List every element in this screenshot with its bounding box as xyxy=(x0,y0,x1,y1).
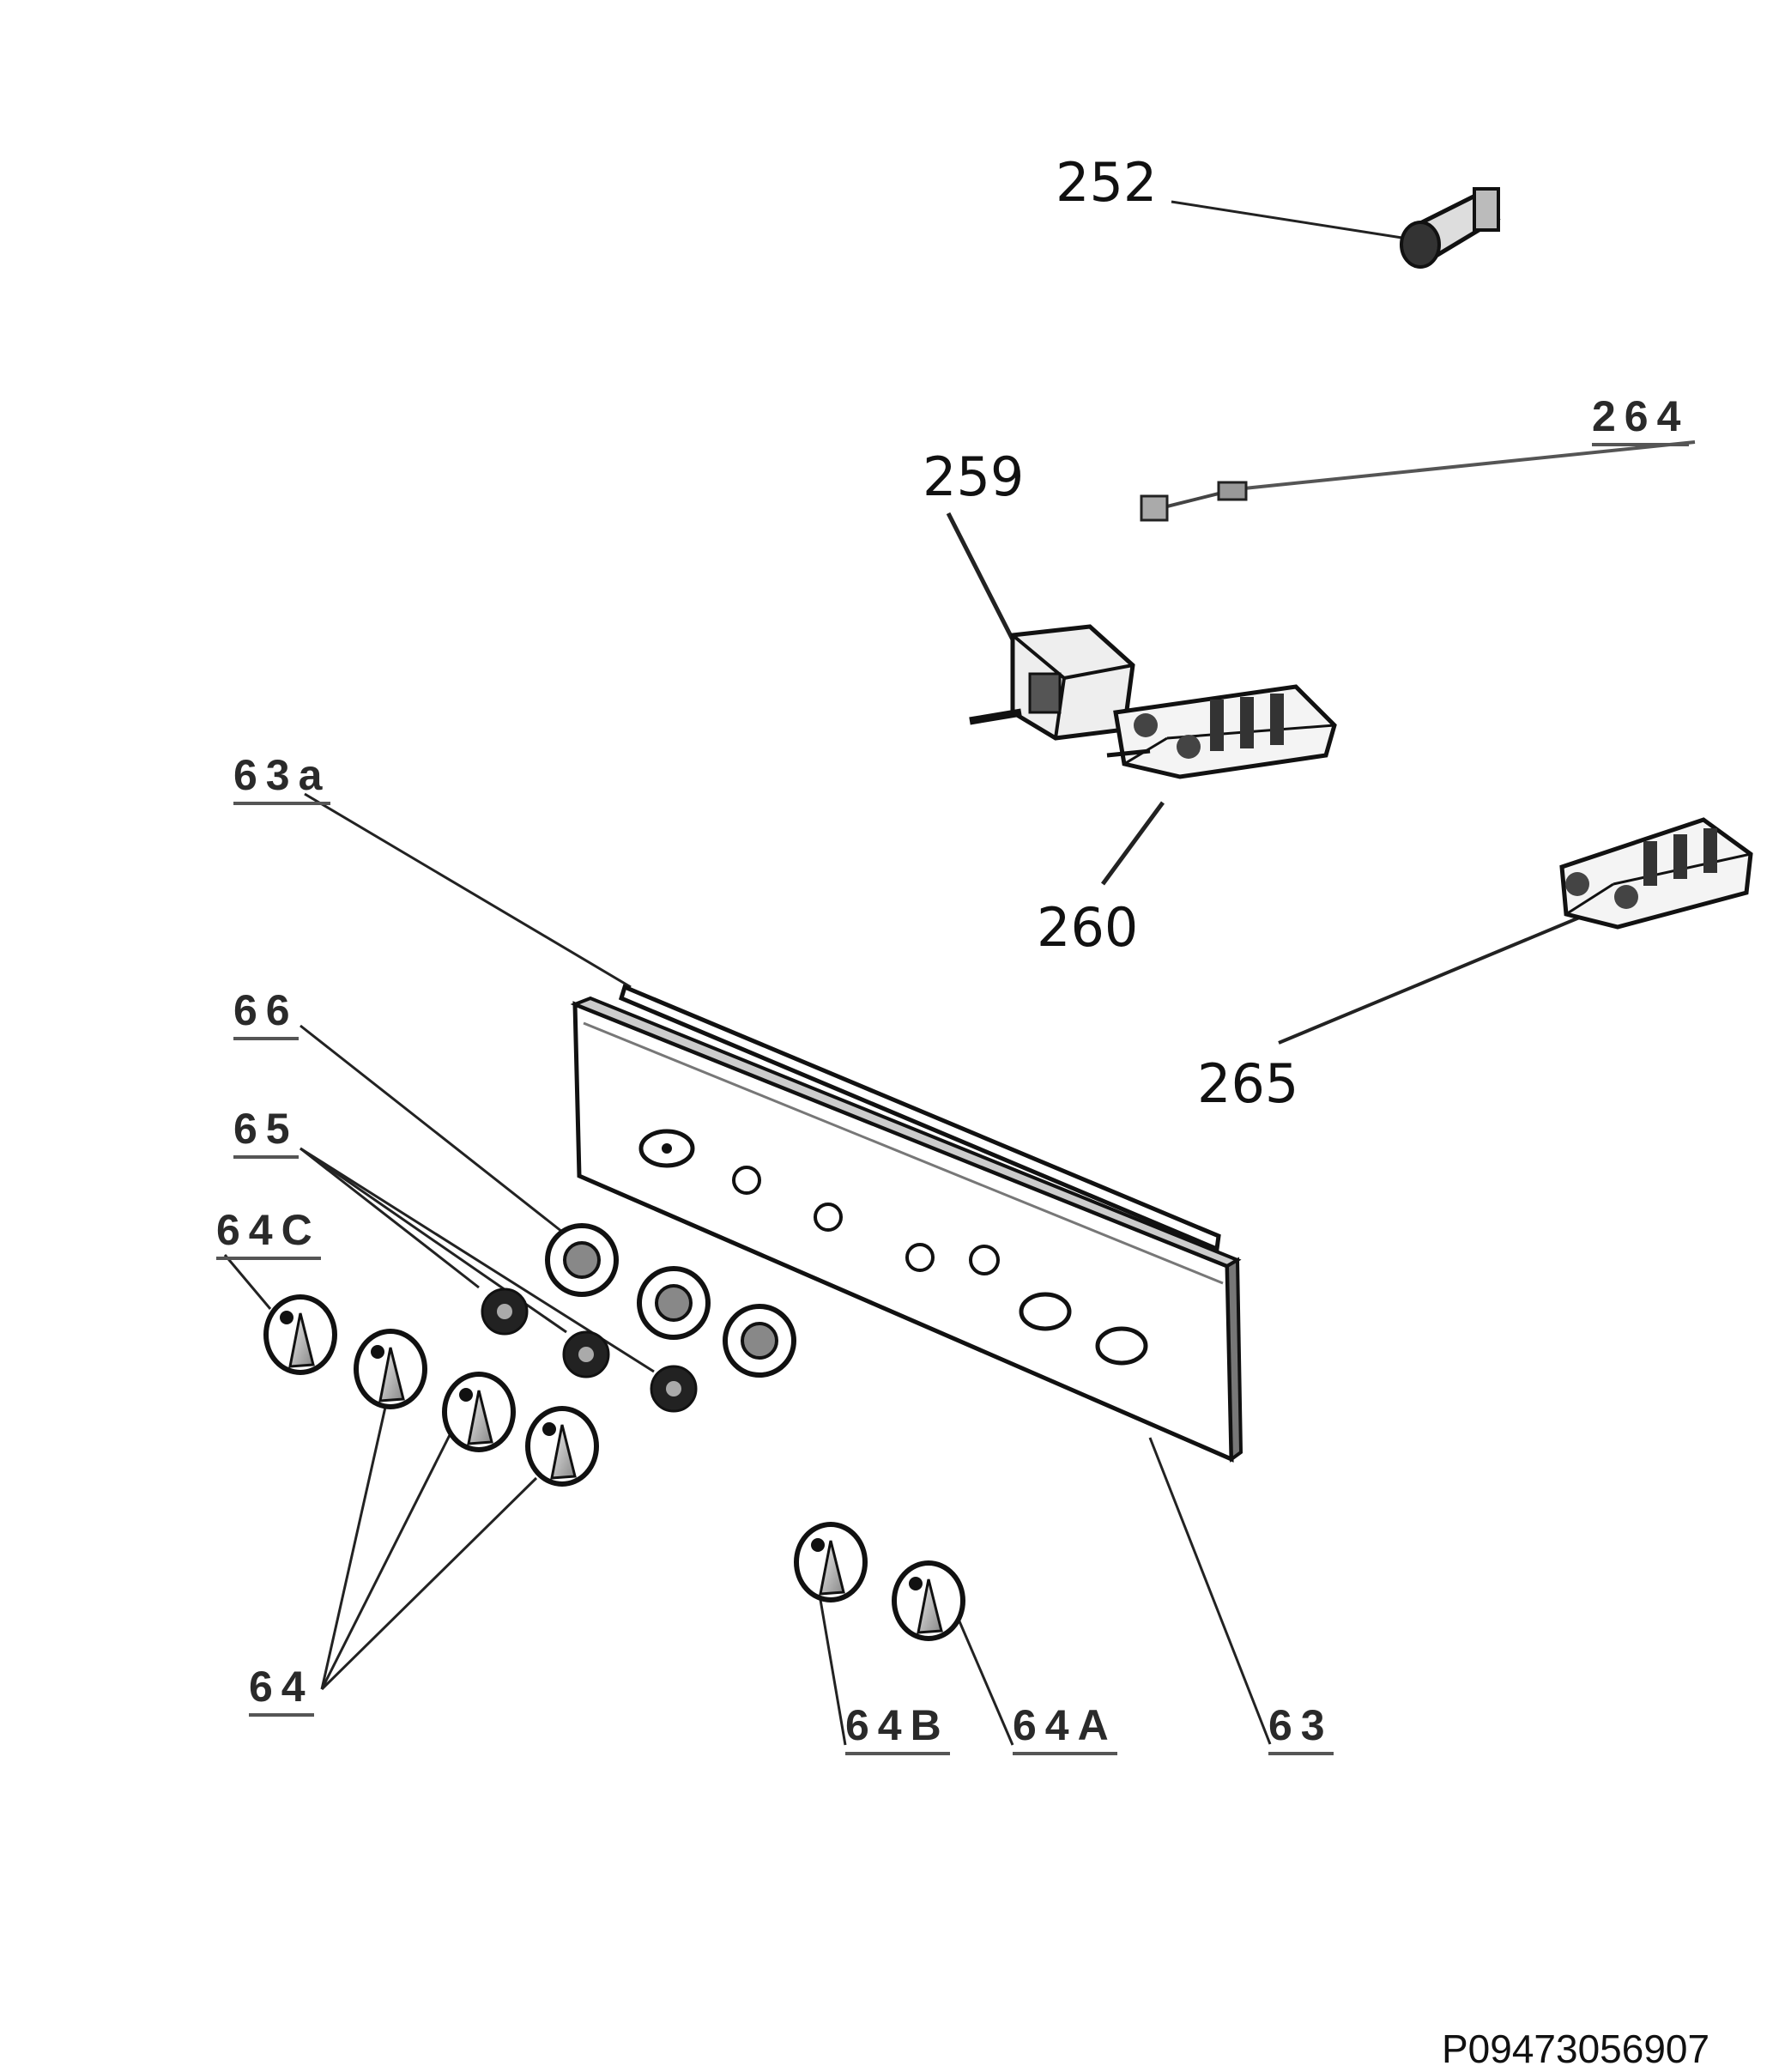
label-259: 259 xyxy=(923,445,1025,508)
part-264-wire xyxy=(1140,440,1696,522)
part-260-terminal-block xyxy=(1100,684,1337,886)
label-63a: 63a xyxy=(233,754,331,805)
label-64c: 64C xyxy=(216,1209,321,1260)
label-252: 252 xyxy=(1056,151,1158,214)
part-252-indicator-lamp xyxy=(1171,187,1501,269)
label-264: 264 xyxy=(1592,395,1690,446)
part-64a-knob xyxy=(892,1560,1014,1746)
part-64-knobs xyxy=(320,1329,599,1691)
part-66-bezels xyxy=(300,1024,796,1378)
label-64: 64 xyxy=(249,1665,314,1717)
part-63-control-panel xyxy=(304,792,1272,1745)
label-64b: 64B xyxy=(845,1704,950,1755)
part-65-springs xyxy=(300,1147,698,1413)
label-63: 63 xyxy=(1268,1704,1334,1755)
part-265-terminal-block xyxy=(1278,817,1753,1045)
part-64b-knob xyxy=(794,1522,868,1746)
label-64a: 64A xyxy=(1013,1704,1117,1755)
part-64c-knob xyxy=(223,1254,337,1375)
label-260: 260 xyxy=(1037,896,1139,959)
label-66: 66 xyxy=(233,989,299,1040)
part-259-switch xyxy=(946,512,1135,741)
label-265: 265 xyxy=(1197,1052,1299,1115)
label-65: 65 xyxy=(233,1107,299,1159)
document-id: P09473056907 xyxy=(1442,2027,1710,2071)
